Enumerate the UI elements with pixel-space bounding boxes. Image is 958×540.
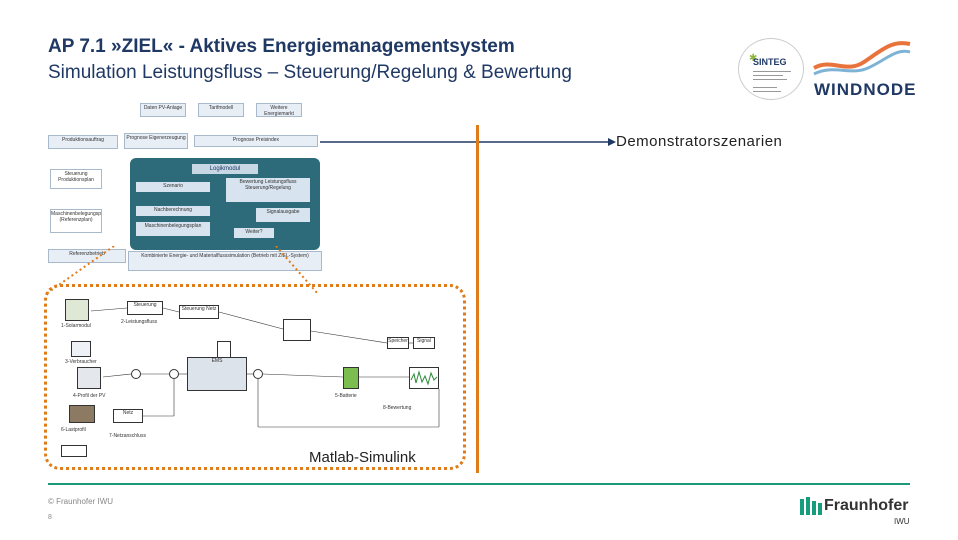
page-title: AP 7.1 »ZIEL« - Aktives Energiemanagemen… <box>48 36 515 57</box>
simulink-block: Steuerung <box>127 301 163 315</box>
simulink-block <box>61 445 87 457</box>
waveform-icon <box>410 370 438 386</box>
signal-lines <box>90 307 440 428</box>
page-number: 8 <box>48 514 52 521</box>
logic-box: Szenario <box>136 182 210 192</box>
process-box: Referenzbetrieb <box>48 249 126 263</box>
simulink-label: 2-Leistungsfluss <box>121 319 158 325</box>
zoom-connector-lines <box>45 246 319 295</box>
process-box: Tarifmodell <box>198 103 244 117</box>
simulink-label: 8-Bewertung <box>383 405 412 411</box>
process-box: Maschinenbelegungsplan (Referenzplan) <box>50 209 102 233</box>
simulink-label: 5-Batterie <box>335 393 357 399</box>
simulink-label: 3-Verbraucher <box>65 359 97 365</box>
simulink-label: 6-Lastprofil <box>61 427 86 433</box>
sinteg-logo-text: SINTEG <box>753 57 787 67</box>
sinteg-star-icon: ✱ <box>749 53 758 64</box>
windnode-logo-text: WINDNODE <box>814 80 917 99</box>
simulink-label: 7-Netzanschluss <box>109 433 146 439</box>
fraunhofer-logo: Fraunhofer IWU <box>800 495 912 535</box>
logic-module-title: Logikmodul <box>192 164 258 174</box>
logic-box: Signalausgabe <box>256 208 310 222</box>
fraunhofer-logo-text: Fraunhofer <box>824 497 909 514</box>
logic-box: Bewertung Leistungsfluss Steuerung/Regel… <box>226 178 310 202</box>
copyright-text: © Fraunhofer IWU <box>48 497 114 506</box>
sum-junction <box>131 369 141 379</box>
process-box: Prognose Eigenerzeugung <box>124 133 188 149</box>
simulink-diagram: 1-Solarmodul Steuerung 2-Leistungsfluss … <box>44 284 466 470</box>
footer-divider <box>48 483 910 485</box>
process-box: Steuerung Produktionsplan <box>50 169 102 189</box>
sum-junction <box>253 369 263 379</box>
pv-panel-image <box>69 405 95 423</box>
simulink-block: Steuerung Netz <box>179 305 219 319</box>
battery-icon <box>343 367 359 389</box>
simulink-label-caption: Matlab-Simulink <box>309 449 416 466</box>
windnode-logo: WINDNODE <box>812 34 915 100</box>
simulink-block <box>283 319 311 341</box>
process-box: Prognose Preisindex <box>194 135 318 147</box>
fraunhofer-unit-text: IWU <box>894 517 910 526</box>
simulink-block: EMS <box>187 357 247 391</box>
simulink-block <box>71 341 91 357</box>
simulink-block: Netz <box>113 409 143 423</box>
wind-wave-icon <box>813 41 911 76</box>
simulink-block <box>77 367 101 389</box>
process-box: Daten PV-Anlage <box>140 103 186 117</box>
sinteg-logo: ✱ SINTEG <box>738 38 804 100</box>
process-box: Kombinierte Energie- und Materialflusssi… <box>128 251 322 271</box>
demonstrator-label: Demonstratorszenarien <box>616 133 783 150</box>
page-subtitle: Simulation Leistungsfluss – Steuerung/Re… <box>48 62 572 83</box>
logic-box: Weiter? <box>234 228 274 238</box>
process-flow-diagram: Daten PV-Anlage Tarifmodell Weitere Ener… <box>48 103 324 273</box>
sum-junction <box>169 369 179 379</box>
simulink-label: 4-Profil der PV <box>73 393 106 399</box>
simulink-block: Signal <box>413 337 435 349</box>
simulink-block: Speicher <box>387 337 409 349</box>
scope-block <box>409 367 439 389</box>
orange-divider <box>476 125 479 473</box>
process-box: Produktionsauftrag <box>48 135 118 149</box>
fraunhofer-mark-icon <box>800 497 822 515</box>
logic-box: Nachberechnung <box>136 206 210 216</box>
demonstrator-arrow-icon <box>320 138 616 146</box>
simulink-label: 1-Solarmodul <box>61 323 91 329</box>
logic-module: Logikmodul Szenario Bewertung Leistungsf… <box>130 158 320 250</box>
logic-box: Maschinenbelegungsplan <box>136 222 210 236</box>
simulink-block <box>65 299 89 321</box>
process-box: Weitere Energiemarkt <box>256 103 302 117</box>
